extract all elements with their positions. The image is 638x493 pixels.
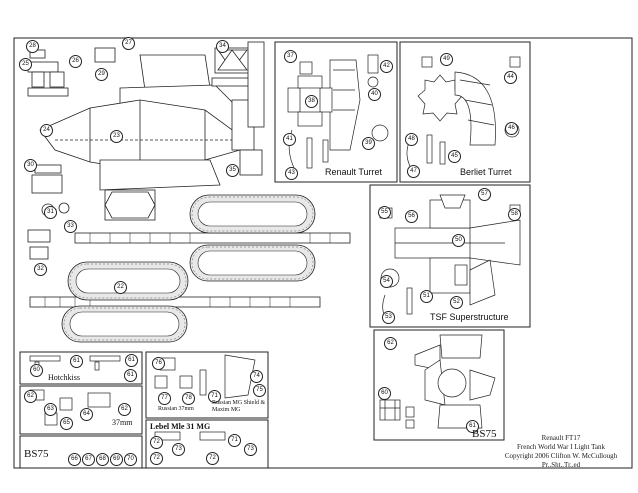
part-number: 62 <box>384 337 397 350</box>
part-number: 39 <box>362 137 375 150</box>
part-number: 29 <box>95 68 108 81</box>
part-number: 72 <box>150 436 163 449</box>
footer-subtitle: French World War I Light Tank <box>516 443 605 451</box>
part-number: 65 <box>60 417 73 430</box>
part-number: 77 <box>158 392 171 405</box>
part-number: 32 <box>34 263 47 276</box>
footer-copyright: Copyright 2006 Clifton W. McCullough <box>504 452 618 460</box>
part-number: 25 <box>19 58 32 71</box>
part-number: 63 <box>44 403 57 416</box>
renault-turret-title: Renault Turret <box>325 167 383 177</box>
part-number: 72 <box>206 452 219 465</box>
russian-37mm-title: Russian 37mm <box>158 406 194 412</box>
part-number: 44 <box>504 71 517 84</box>
part-number: 30 <box>24 159 37 172</box>
part-number: 28 <box>26 40 39 53</box>
part-number: 33 <box>64 220 77 233</box>
part-number: 61 <box>124 369 137 382</box>
footer-model-name: Renault FT17 <box>541 434 581 442</box>
part-number: 71 <box>228 434 241 447</box>
part-number: 37 <box>284 50 297 63</box>
part-number: 57 <box>478 188 491 201</box>
part-number: 46 <box>505 122 518 135</box>
part-number: 61 <box>125 354 138 367</box>
part-number: 51 <box>420 290 433 303</box>
part-number: 61 <box>70 355 83 368</box>
lebel-mg-title: Lebel Mle 31 MG <box>150 422 211 431</box>
part-number: 42 <box>380 60 393 73</box>
part-number: 66 <box>68 453 81 466</box>
part-number: 34 <box>216 40 229 53</box>
part-number: 49 <box>440 53 453 66</box>
part-number: 58 <box>508 208 521 221</box>
part-number: 52 <box>450 296 463 309</box>
part-number: 75 <box>253 384 266 397</box>
bs75-right-title: BS75 <box>472 428 497 440</box>
part-number: 45 <box>448 150 461 163</box>
part-number: 47 <box>407 165 420 178</box>
part-number: 38 <box>305 95 318 108</box>
part-number: 60 <box>30 364 43 377</box>
37mm-title: 37mm <box>112 418 133 427</box>
part-number: 26 <box>69 55 82 68</box>
part-number: 24 <box>40 124 53 137</box>
part-number: 62 <box>24 390 37 403</box>
part-number: 73 <box>244 443 257 456</box>
part-number: 69 <box>110 453 123 466</box>
part-number: 53 <box>382 311 395 324</box>
part-number: 61 <box>466 420 479 433</box>
part-number: 41 <box>283 133 296 146</box>
tsf-superstructure-title: TSF Superstructure <box>430 312 509 322</box>
footer-print-note: Pr..Sht..Tr..ed <box>541 461 581 469</box>
part-number: 70 <box>124 453 137 466</box>
part-number: 55 <box>378 206 391 219</box>
part-number: 76 <box>152 357 165 370</box>
part-number: 31 <box>44 206 57 219</box>
part-number: 27 <box>122 37 135 50</box>
part-number: 50 <box>452 234 465 247</box>
part-number: 54 <box>380 275 393 288</box>
part-number: 35 <box>226 164 239 177</box>
part-number: 64 <box>80 408 93 421</box>
part-number: 48 <box>405 133 418 146</box>
part-number: 78 <box>182 392 195 405</box>
part-number: 40 <box>368 88 381 101</box>
bs75-left-title: BS75 <box>24 448 49 460</box>
berliet-turret-title: Berliet Turret <box>460 167 512 177</box>
part-number: 43 <box>285 167 298 180</box>
part-number: 62 <box>118 403 131 416</box>
part-number: 72 <box>150 452 163 465</box>
part-number: 60 <box>378 387 391 400</box>
part-number: 68 <box>96 453 109 466</box>
part-number: 74 <box>250 370 263 383</box>
russian-mg-shield-title: Russian MG Shield & Maxim MG <box>212 400 266 413</box>
part-number: 56 <box>405 210 418 223</box>
part-number: 23 <box>110 130 123 143</box>
part-number: 22 <box>114 281 127 294</box>
part-number: 67 <box>82 453 95 466</box>
part-number: 71 <box>208 390 221 403</box>
part-number: 73 <box>172 443 185 456</box>
hotchkiss-title: Hotchkiss <box>48 373 80 382</box>
